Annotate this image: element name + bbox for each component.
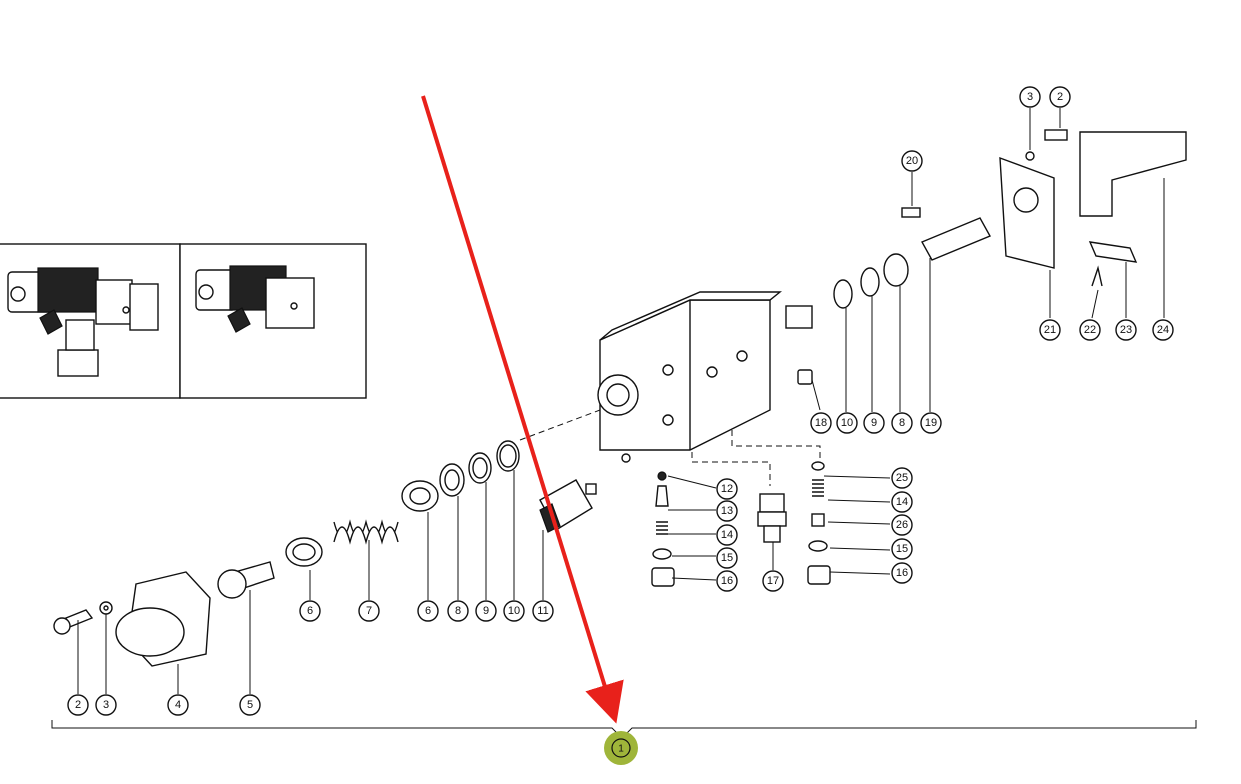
leader-lines <box>77 108 1165 694</box>
callout-14[interactable]: 14 <box>716 524 738 546</box>
svg-text:14: 14 <box>896 496 908 508</box>
callout-11[interactable]: 11 <box>532 600 554 622</box>
callout-4[interactable]: 4 <box>167 694 189 716</box>
svg-text:13: 13 <box>721 505 733 517</box>
svg-text:7: 7 <box>366 605 372 617</box>
svg-text:10: 10 <box>841 417 853 429</box>
callout-23[interactable]: 23 <box>1115 319 1137 341</box>
callout-1-label: 1 <box>618 744 624 755</box>
callout-1-ring <box>611 738 631 758</box>
callout-21[interactable]: 21 <box>1039 319 1061 341</box>
callout-9-right[interactable]: 9 <box>863 412 885 434</box>
inset-valve-assembly-right <box>195 265 315 333</box>
callout-3[interactable]: 3 <box>95 694 117 716</box>
svg-text:10: 10 <box>508 605 520 617</box>
svg-text:11: 11 <box>537 605 548 617</box>
callout-10[interactable]: 10 <box>503 600 525 622</box>
callout-17[interactable]: 17 <box>762 570 784 592</box>
svg-text:16: 16 <box>896 567 908 579</box>
highlight-marker <box>604 731 638 765</box>
svg-text:2: 2 <box>75 699 81 711</box>
svg-text:24: 24 <box>1157 324 1169 336</box>
svg-text:16: 16 <box>721 575 733 587</box>
svg-text:26: 26 <box>896 519 908 531</box>
callout-1-highlighted[interactable]: 1 <box>604 731 638 765</box>
svg-text:18: 18 <box>815 417 827 429</box>
svg-text:12: 12 <box>721 483 733 495</box>
callout-14-right[interactable]: 14 <box>891 491 913 513</box>
svg-text:15: 15 <box>721 552 733 564</box>
callout-26[interactable]: 26 <box>891 514 913 536</box>
small-parts-center <box>651 471 787 587</box>
inset-valve-assembly-left <box>7 267 159 377</box>
svg-text:22: 22 <box>1084 324 1096 336</box>
svg-text:25: 25 <box>896 472 908 484</box>
callout-13[interactable]: 13 <box>716 500 738 522</box>
callout-2[interactable]: 2 <box>67 694 89 716</box>
svg-text:15: 15 <box>896 543 908 555</box>
svg-text:5: 5 <box>247 699 253 711</box>
callout-18[interactable]: 18 <box>810 412 832 434</box>
svg-text:9: 9 <box>483 605 489 617</box>
svg-text:19: 19 <box>925 417 937 429</box>
callout-2-top[interactable]: 2 <box>1049 86 1071 108</box>
callout-8-right[interactable]: 8 <box>891 412 913 434</box>
bottom-parts <box>53 440 597 667</box>
callout-6[interactable]: 6 <box>299 600 321 622</box>
svg-text:17: 17 <box>767 575 779 587</box>
svg-text:6: 6 <box>425 605 431 617</box>
callout-16-right[interactable]: 16 <box>891 562 913 584</box>
callout-7[interactable]: 7 <box>358 600 380 622</box>
callout-12[interactable]: 12 <box>716 478 738 500</box>
lever-bracket-parts <box>999 129 1187 287</box>
svg-text:3: 3 <box>103 699 109 711</box>
callout-16[interactable]: 16 <box>716 570 738 592</box>
svg-text:4: 4 <box>175 699 181 711</box>
svg-text:21: 21 <box>1044 324 1056 336</box>
callout-20[interactable]: 20 <box>901 150 923 172</box>
callout-24[interactable]: 24 <box>1152 319 1174 341</box>
svg-text:14: 14 <box>721 529 733 541</box>
svg-text:6: 6 <box>307 605 313 617</box>
callout-9[interactable]: 9 <box>475 600 497 622</box>
inset-panels <box>0 243 367 399</box>
svg-text:2: 2 <box>1057 91 1063 103</box>
callout-8[interactable]: 8 <box>447 600 469 622</box>
callout-15-right[interactable]: 15 <box>891 538 913 560</box>
small-parts-right <box>797 207 991 585</box>
callout-19[interactable]: 19 <box>920 412 942 434</box>
red-pointer-arrow <box>421 95 624 724</box>
callout-5[interactable]: 5 <box>239 694 261 716</box>
callout-15[interactable]: 15 <box>716 547 738 569</box>
callout-22[interactable]: 22 <box>1079 319 1101 341</box>
svg-text:9: 9 <box>871 417 877 429</box>
svg-text:8: 8 <box>899 417 905 429</box>
svg-text:23: 23 <box>1120 324 1132 336</box>
callout-25[interactable]: 25 <box>891 467 913 489</box>
callout-6-second[interactable]: 6 <box>417 600 439 622</box>
callout-3-top[interactable]: 3 <box>1019 86 1041 108</box>
callout-10-right[interactable]: 10 <box>836 412 858 434</box>
svg-text:3: 3 <box>1027 91 1033 103</box>
svg-text:8: 8 <box>455 605 461 617</box>
valve-body <box>519 291 821 486</box>
svg-text:20: 20 <box>906 155 918 167</box>
